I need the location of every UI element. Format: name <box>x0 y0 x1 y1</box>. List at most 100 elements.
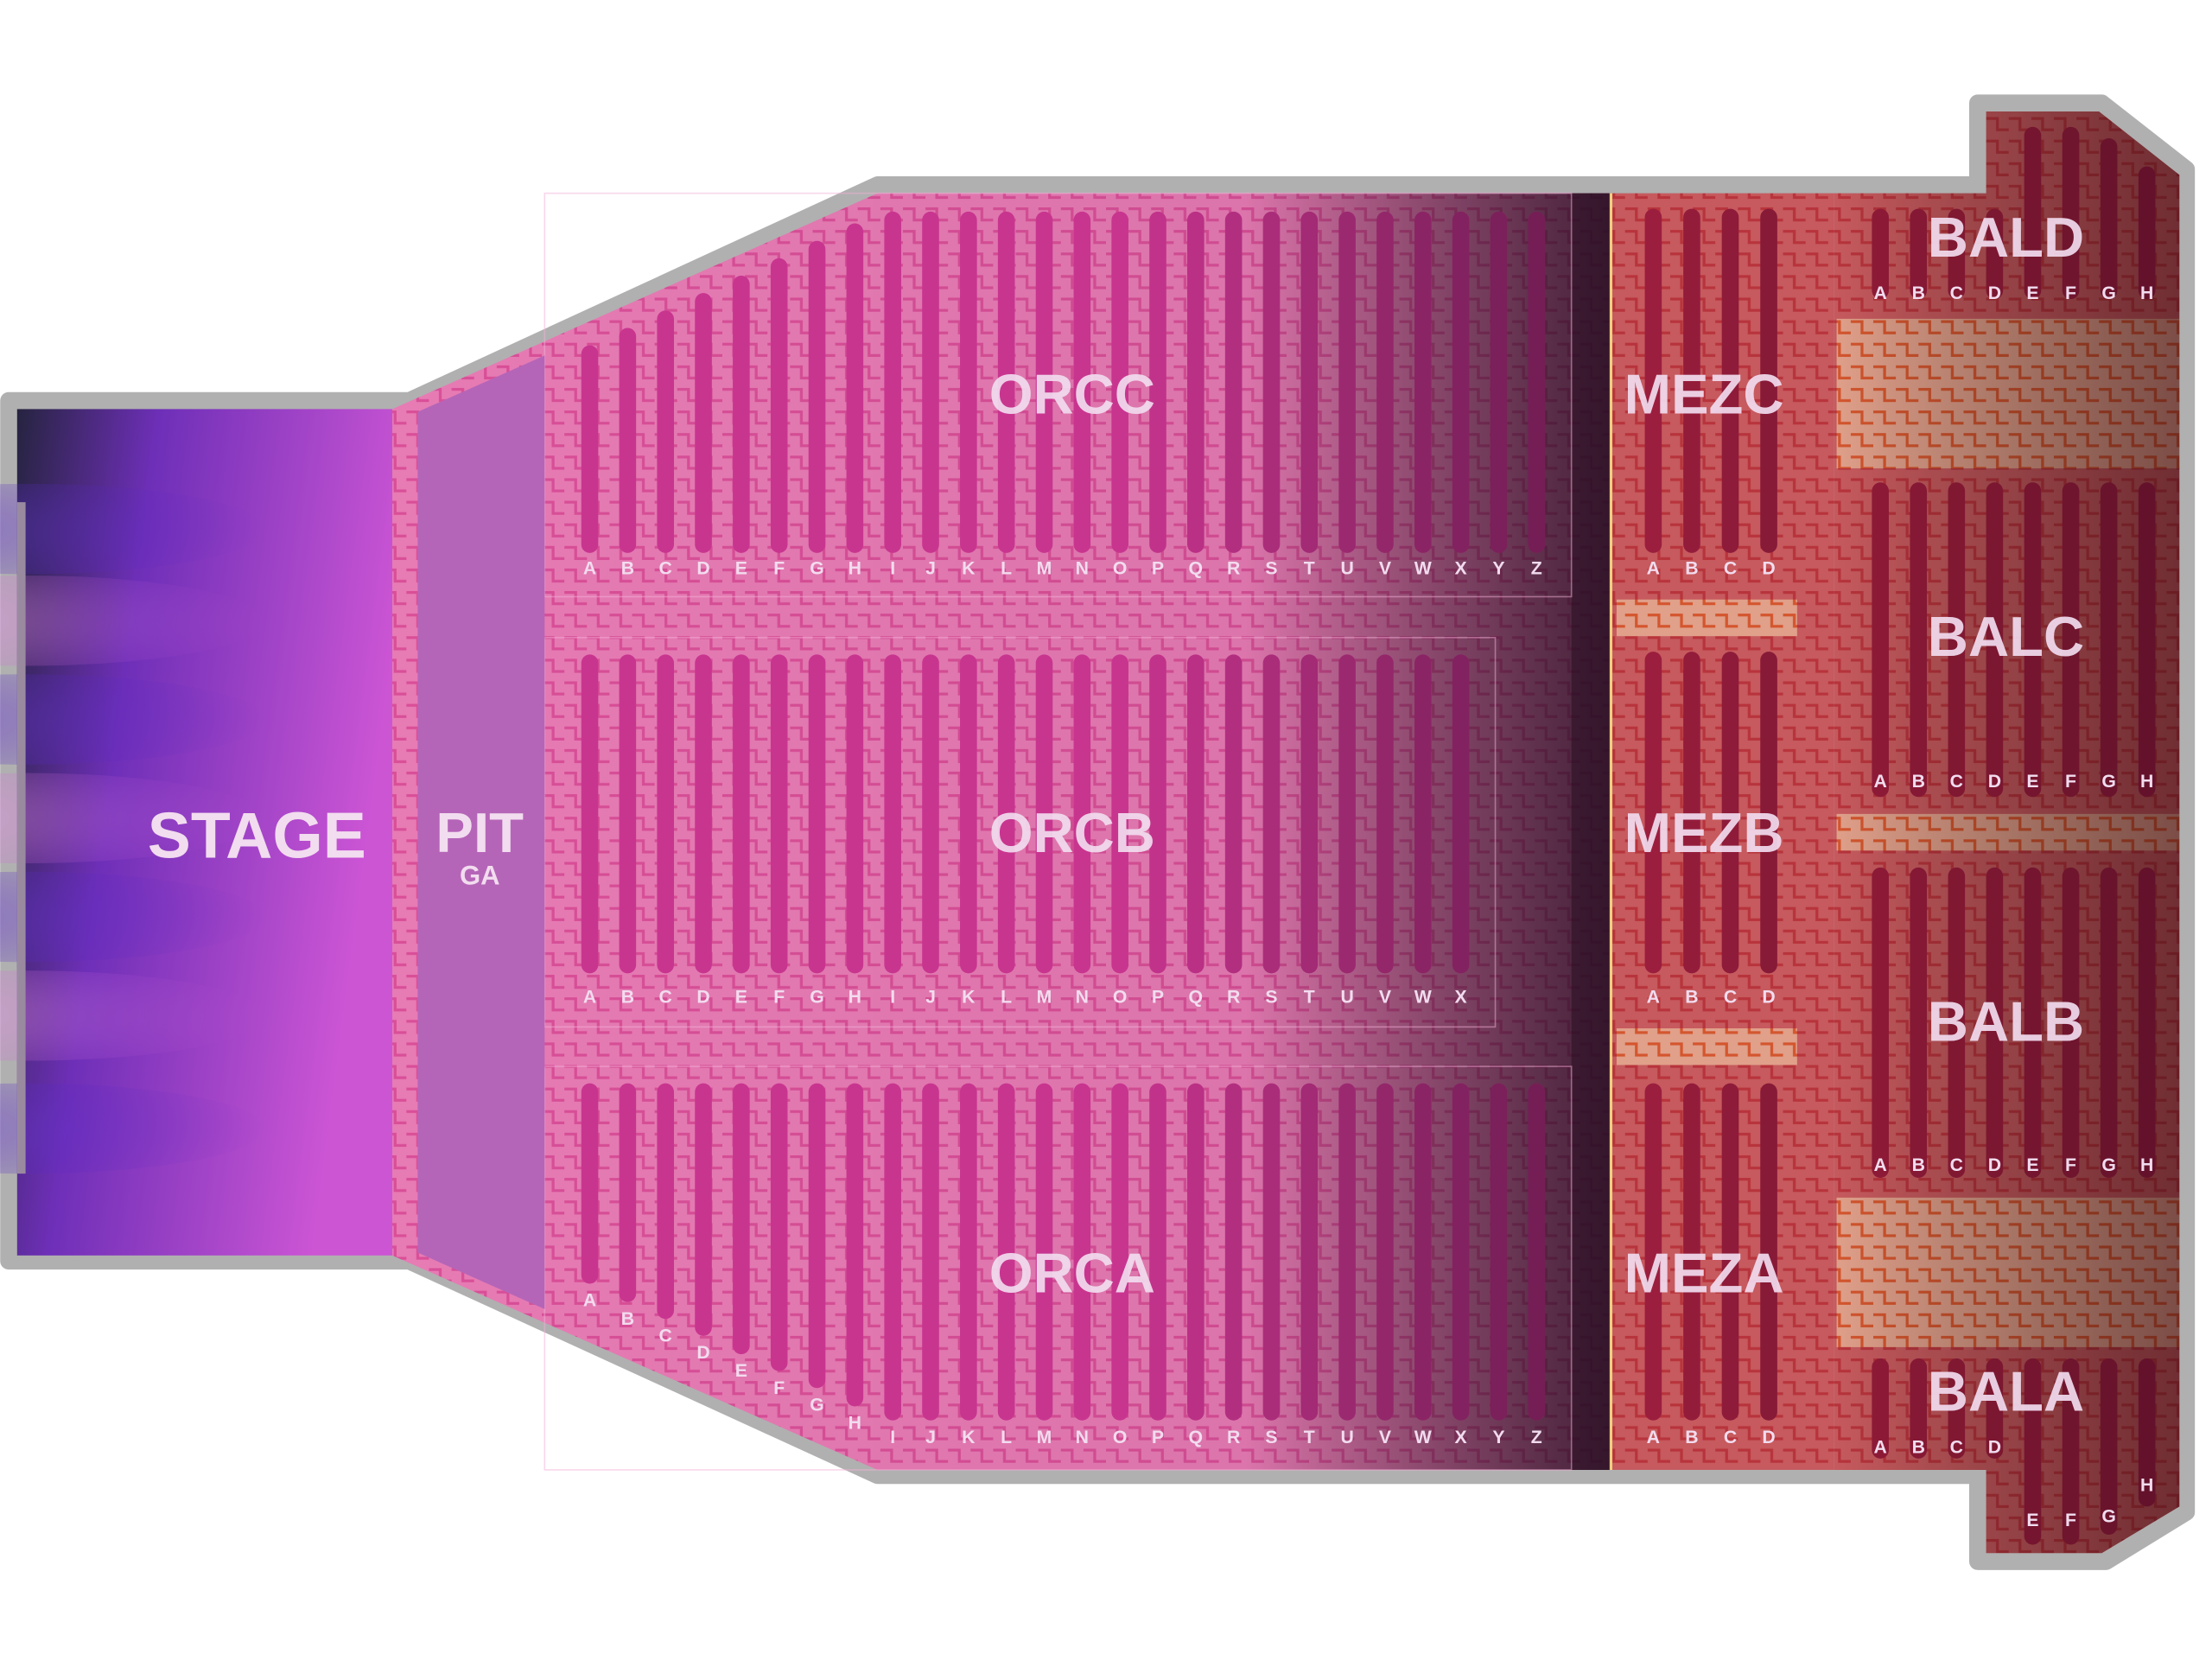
seat-row-orcb-n[interactable]: N <box>1073 654 1091 1008</box>
seat-row-mezc-c[interactable]: C <box>1721 208 1739 579</box>
row-bar[interactable] <box>1300 654 1319 974</box>
row-bar[interactable] <box>1035 211 1053 553</box>
row-bar[interactable] <box>2138 867 2156 1179</box>
seat-row-orcc-e[interactable]: E <box>733 276 750 578</box>
seat-row-balc-f[interactable]: F <box>2062 482 2080 798</box>
seat-row-orcc-t[interactable]: T <box>1300 211 1319 579</box>
row-bar[interactable] <box>1149 211 1166 553</box>
seat-row-bald-g[interactable]: G <box>2100 137 2118 303</box>
seat-row-meza-b[interactable]: B <box>1683 1083 1700 1447</box>
row-bar[interactable] <box>1683 208 1700 553</box>
row-bar[interactable] <box>922 1083 939 1421</box>
row-bar[interactable] <box>1262 654 1281 974</box>
row-bar[interactable] <box>2138 166 2156 300</box>
row-bar[interactable] <box>1300 211 1319 553</box>
row-bar[interactable] <box>770 258 788 553</box>
row-bar[interactable] <box>960 211 977 553</box>
seat-row-orcc-s[interactable]: S <box>1262 211 1281 579</box>
row-bar[interactable] <box>2100 137 2118 300</box>
row-bar[interactable] <box>1338 654 1356 974</box>
seat-row-balb-g[interactable]: G <box>2100 867 2118 1179</box>
seat-row-meza-d[interactable]: D <box>1760 1083 1777 1447</box>
row-bar[interactable] <box>1948 867 1966 1179</box>
row-bar[interactable] <box>2024 867 2042 1179</box>
seat-row-orcb-g[interactable]: G <box>808 654 826 1008</box>
row-bar[interactable] <box>1760 1083 1777 1421</box>
row-bar[interactable] <box>1644 652 1662 974</box>
seat-row-orcb-b[interactable]: B <box>619 654 637 1008</box>
row-bar[interactable] <box>2062 482 2080 798</box>
seat-row-orcb-d[interactable]: D <box>695 654 712 1008</box>
row-bar[interactable] <box>1528 211 1546 553</box>
seat-row-meza-a[interactable]: A <box>1644 1083 1662 1447</box>
row-bar[interactable] <box>884 1083 901 1421</box>
seat-row-orca-b[interactable]: B <box>619 1083 637 1329</box>
row-bar[interactable] <box>619 654 637 974</box>
row-bar[interactable] <box>2024 482 2042 798</box>
seat-row-orca-i[interactable]: I <box>884 1083 901 1447</box>
row-bar[interactable] <box>1262 211 1281 553</box>
row-bar[interactable] <box>1224 1083 1243 1421</box>
seat-row-orcc-x[interactable]: X <box>1452 211 1470 579</box>
seat-row-balb-a[interactable]: A <box>1872 867 1889 1179</box>
seat-row-orcc-v[interactable]: V <box>1376 211 1394 579</box>
row-bar[interactable] <box>1760 208 1777 553</box>
row-bar[interactable] <box>1721 1083 1739 1421</box>
row-bar[interactable] <box>1872 482 1889 798</box>
row-bar[interactable] <box>733 276 750 553</box>
row-bar[interactable] <box>1528 1083 1546 1421</box>
seat-row-orcc-n[interactable]: N <box>1073 211 1091 579</box>
seat-row-orcb-f[interactable]: F <box>770 654 788 1008</box>
seat-row-orca-d[interactable]: D <box>695 1083 712 1363</box>
row-bar[interactable] <box>1683 652 1700 974</box>
row-bar[interactable] <box>2100 1358 2118 1536</box>
row-bar[interactable] <box>846 1083 864 1407</box>
seat-row-orcb-s[interactable]: S <box>1262 654 1281 1008</box>
seat-row-bala-d[interactable]: D <box>1986 1358 2004 1459</box>
seat-row-bald-d[interactable]: D <box>1986 208 2004 303</box>
row-bar[interactable] <box>2100 482 2118 798</box>
seat-row-orcb-p[interactable]: P <box>1149 654 1166 1008</box>
row-bar[interactable] <box>1986 208 2004 300</box>
row-bar[interactable] <box>1338 1083 1356 1421</box>
seat-row-orcb-a[interactable]: A <box>581 654 599 1008</box>
seat-row-orca-s[interactable]: S <box>1262 1083 1281 1447</box>
seat-row-bald-e[interactable]: E <box>2024 126 2042 303</box>
seat-row-orcc-b[interactable]: B <box>619 328 637 579</box>
seat-row-mezb-b[interactable]: B <box>1683 652 1700 1008</box>
row-bar[interactable] <box>657 310 675 553</box>
seat-row-bald-b[interactable]: B <box>1910 208 1928 303</box>
seat-row-orcc-c[interactable]: C <box>657 310 675 578</box>
seat-row-bald-f[interactable]: F <box>2062 126 2080 303</box>
row-bar[interactable] <box>581 345 599 553</box>
row-bar[interactable] <box>619 328 637 553</box>
row-bar[interactable] <box>695 1083 712 1336</box>
row-bar[interactable] <box>922 211 939 553</box>
row-bar[interactable] <box>581 654 599 974</box>
row-bar[interactable] <box>1872 208 1889 300</box>
seat-row-orcb-l[interactable]: L <box>997 654 1015 1008</box>
seat-row-orcb-q[interactable]: Q <box>1187 654 1205 1008</box>
seat-row-orcc-u[interactable]: U <box>1338 211 1356 579</box>
seat-row-orca-g[interactable]: G <box>808 1083 826 1415</box>
row-bar[interactable] <box>1910 208 1928 300</box>
row-bar[interactable] <box>1111 211 1128 553</box>
seat-row-orca-t[interactable]: T <box>1300 1083 1319 1447</box>
row-bar[interactable] <box>1262 1083 1281 1421</box>
row-bar[interactable] <box>733 1083 750 1355</box>
seat-row-orca-r[interactable]: R <box>1224 1083 1243 1447</box>
row-bar[interactable] <box>770 654 788 974</box>
row-bar[interactable] <box>2062 126 2080 300</box>
seat-row-orcc-h[interactable]: H <box>846 223 864 579</box>
seat-row-orcc-k[interactable]: K <box>960 211 977 579</box>
row-bar[interactable] <box>1149 654 1166 974</box>
seat-row-orcb-c[interactable]: C <box>657 654 675 1008</box>
row-bar[interactable] <box>1414 654 1432 974</box>
seat-row-bala-f[interactable]: F <box>2062 1358 2080 1545</box>
row-bar[interactable] <box>1376 211 1394 553</box>
row-bar[interactable] <box>1376 1083 1394 1421</box>
seat-row-orca-j[interactable]: J <box>922 1083 939 1447</box>
